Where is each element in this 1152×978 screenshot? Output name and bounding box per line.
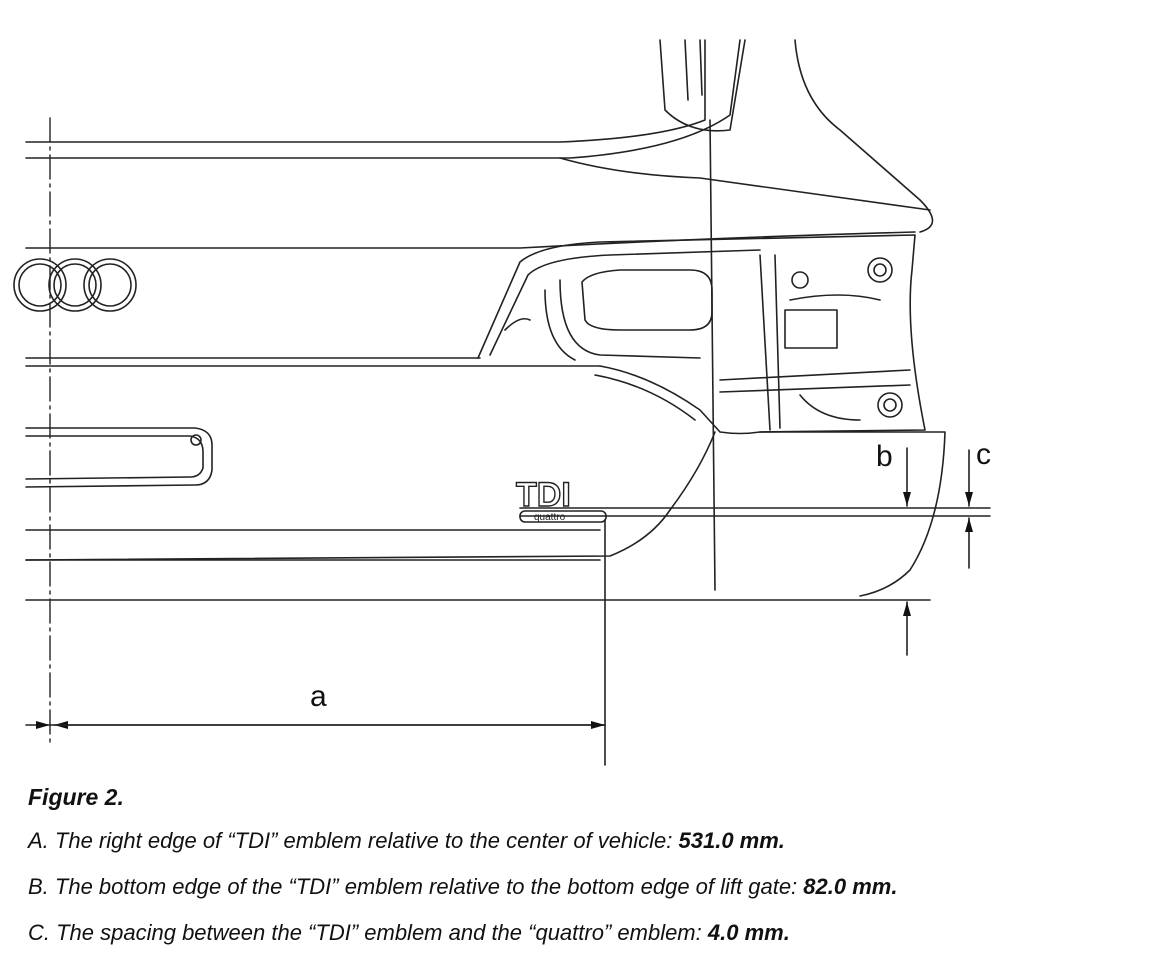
tdi-emblem-text: TDI — [516, 476, 571, 514]
caption-item-c: C. The spacing between the “TDI” emblem … — [28, 920, 790, 946]
caption-item-a: A. The right edge of “TDI” emblem relati… — [28, 828, 785, 854]
liftgate-diagram: TDI quattro a b c — [13, 39, 991, 766]
caption-item-c-text: C. The spacing between the “TDI” emblem … — [28, 920, 708, 945]
rear-window-frame — [25, 39, 934, 591]
caption-item-a-text: A. The right edge of “TDI” emblem relati… — [28, 828, 679, 853]
caption-item-a-value: 531.0 mm. — [678, 828, 785, 853]
audi-rings-logo — [13, 258, 137, 312]
tail-light-cluster — [477, 234, 926, 435]
dimension-b — [519, 447, 991, 656]
caption-item-b-value: 82.0 mm. — [803, 874, 898, 899]
caption-item-c-value: 4.0 mm. — [707, 920, 790, 945]
dimension-label-a: a — [310, 680, 327, 713]
dimension-label-b: b — [876, 440, 893, 473]
body-lines — [25, 231, 931, 601]
figure-title: Figure 2. — [28, 784, 124, 810]
lower-bumper-corner — [25, 431, 946, 597]
dimension-c — [519, 449, 991, 569]
caption-item-b: B. The bottom edge of the “TDI” emblem r… — [28, 874, 897, 900]
quattro-emblem-text: quattro — [534, 512, 566, 523]
caption-item-b-text: B. The bottom edge of the “TDI” emblem r… — [28, 874, 804, 899]
dimension-label-c: c — [976, 438, 991, 471]
dimension-a — [25, 519, 606, 766]
tdi-emblem — [519, 510, 607, 523]
liftgate-handle — [25, 427, 213, 488]
